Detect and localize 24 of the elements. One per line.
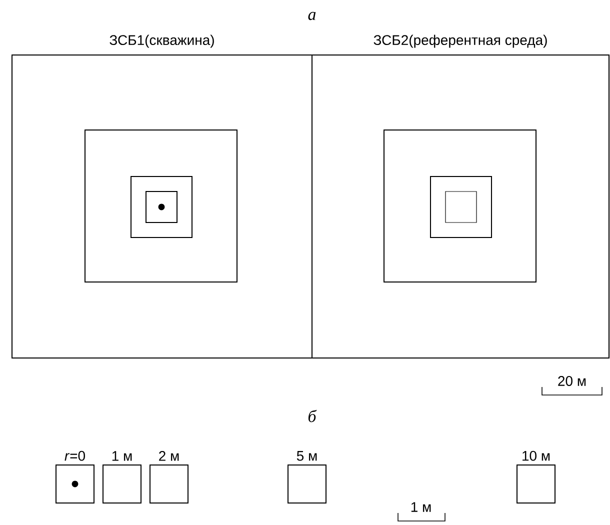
zone-panel [312, 54, 610, 358]
square-zone [56, 464, 94, 504]
square-zone [102, 464, 142, 504]
distance-label: r=0 [64, 450, 85, 461]
square-zone [150, 464, 188, 504]
distance-label: 1 м [112, 451, 132, 461]
distance-label: 10 м [522, 450, 550, 461]
square-zone [130, 176, 192, 238]
panel-letter: б [308, 410, 317, 422]
square-zone [384, 130, 536, 282]
panel-heading: ЗСБ2(референтная среда) [374, 34, 547, 48]
square-zone [84, 130, 238, 282]
zone-panel [12, 54, 312, 358]
square-zone [445, 191, 477, 223]
scale-label: 1 м [411, 502, 431, 512]
square-zone [516, 464, 556, 504]
scale-label: 20 м [558, 376, 586, 386]
square-zone [430, 176, 492, 238]
distance-label: 2 м [159, 451, 179, 461]
square-zone [146, 191, 178, 223]
panel-letter: а [308, 12, 316, 20]
distance-label: 5 м [296, 451, 317, 461]
panel-heading: ЗСБ1(скважина) [110, 34, 214, 48]
square-zone [288, 464, 326, 504]
